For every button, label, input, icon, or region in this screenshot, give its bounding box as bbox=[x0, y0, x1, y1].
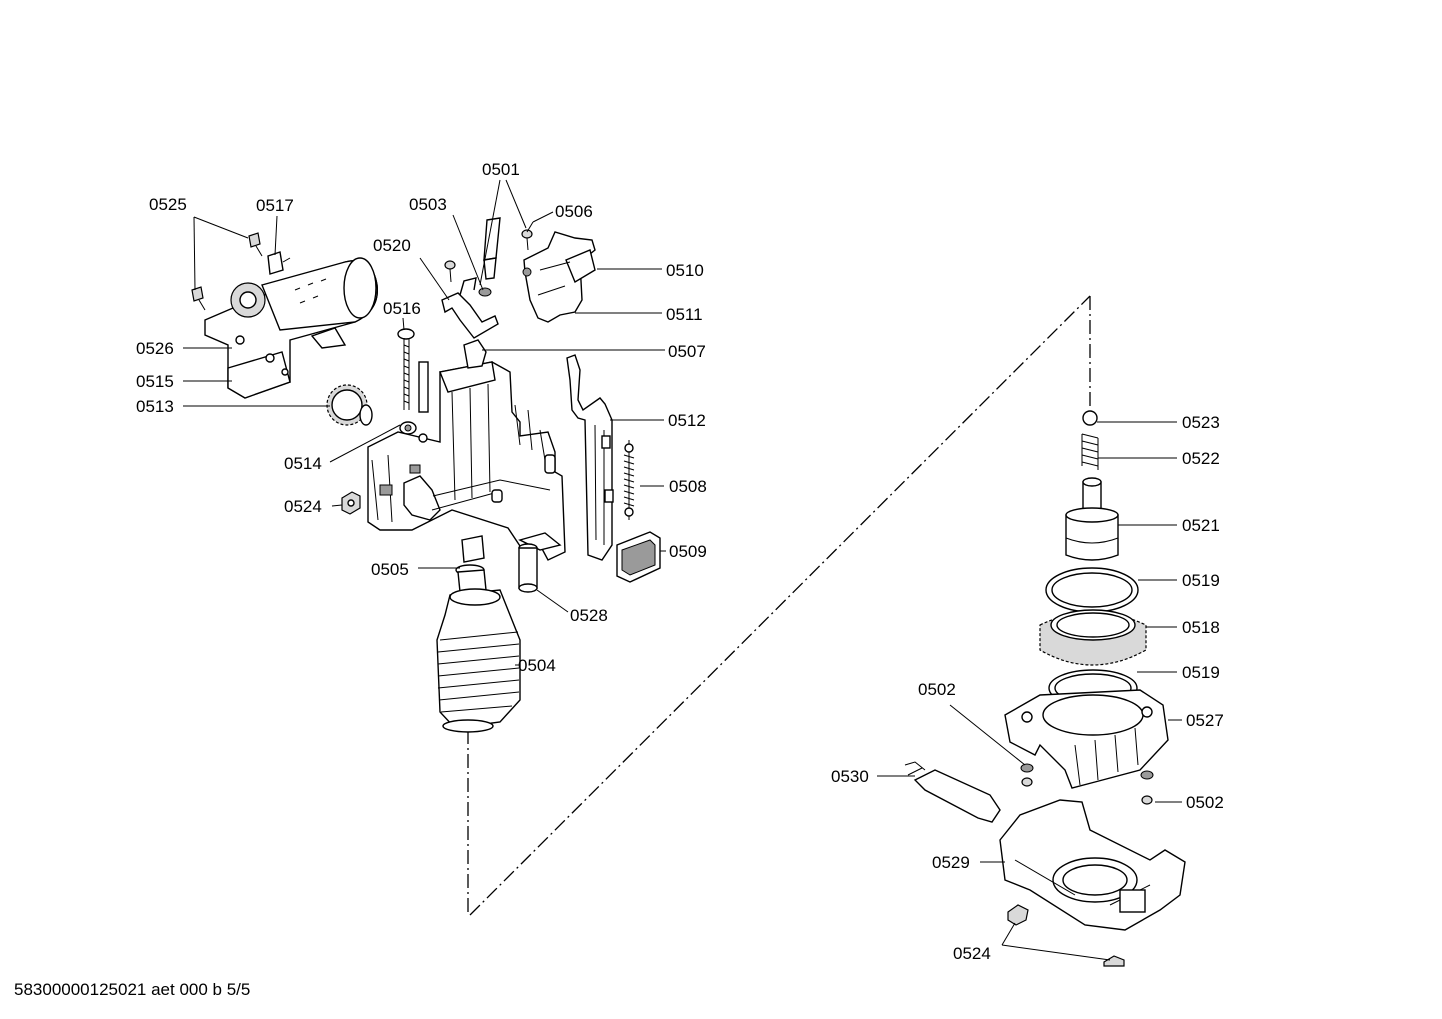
part-label-0511: 0511 bbox=[666, 305, 703, 324]
assembly-axis bbox=[467, 295, 1091, 916]
part-label-0519-upper: 0519 bbox=[1182, 571, 1220, 590]
part-label-0530: 0530 bbox=[831, 767, 869, 786]
main-housing bbox=[367, 361, 566, 561]
washer-0502-left bbox=[1020, 763, 1034, 787]
part-label-0517: 0517 bbox=[256, 196, 294, 215]
part-label-0515: 0515 bbox=[136, 372, 174, 391]
switch-0510 bbox=[522, 231, 596, 323]
part-label-0507: 0507 bbox=[668, 342, 706, 361]
washer-0502-right bbox=[1140, 770, 1154, 805]
cap-0523 bbox=[1082, 410, 1098, 426]
part-label-0521: 0521 bbox=[1182, 516, 1220, 535]
part-label-0502-left: 0502 bbox=[918, 680, 956, 699]
part-label-0512: 0512 bbox=[668, 411, 706, 430]
part-label-0505: 0505 bbox=[371, 560, 409, 579]
gear-0514 bbox=[399, 421, 417, 435]
part-label-0522: 0522 bbox=[1182, 449, 1220, 468]
nut-0524-left bbox=[341, 491, 361, 515]
screw-0525-upper bbox=[248, 232, 263, 257]
housing-0527 bbox=[1004, 689, 1169, 789]
nut-0524-right-upper bbox=[1007, 904, 1029, 926]
part-label-0501: 0501 bbox=[482, 160, 520, 179]
part-label-0525: 0525 bbox=[149, 195, 187, 214]
lever-0512 bbox=[566, 354, 614, 561]
part-label-0528: 0528 bbox=[570, 606, 608, 625]
screw-0516 bbox=[397, 328, 429, 413]
piston-0521 bbox=[1065, 477, 1119, 561]
part-label-0524-right: 0524 bbox=[953, 944, 991, 963]
pin-0501 bbox=[483, 217, 501, 280]
part-label-0527: 0527 bbox=[1186, 711, 1224, 730]
part-labels: 0501 0503 0506 0525 0517 0520 0510 0516 … bbox=[136, 160, 1224, 963]
part-label-0523: 0523 bbox=[1182, 413, 1220, 432]
washer-0503 bbox=[478, 287, 492, 297]
sleeve-0528 bbox=[518, 543, 538, 593]
spring-0508 bbox=[623, 440, 635, 520]
part-label-0526: 0526 bbox=[136, 339, 174, 358]
part-label-0529: 0529 bbox=[932, 853, 970, 872]
nut-0524-right-lower bbox=[1103, 955, 1125, 967]
base-0529 bbox=[999, 799, 1186, 931]
cable-0530 bbox=[904, 761, 1001, 823]
bellows-0504 bbox=[436, 588, 521, 733]
clip-0517 bbox=[267, 251, 291, 275]
screw-0506 bbox=[521, 229, 533, 251]
part-label-0510: 0510 bbox=[666, 261, 704, 280]
gear-ring-0518 bbox=[1039, 609, 1147, 666]
part-label-0508: 0508 bbox=[669, 477, 707, 496]
part-label-0519-lower: 0519 bbox=[1182, 663, 1220, 682]
part-label-0502-right: 0502 bbox=[1186, 793, 1224, 812]
part-label-0509: 0509 bbox=[669, 542, 707, 561]
spring-0522 bbox=[1081, 433, 1099, 470]
part-label-0513: 0513 bbox=[136, 397, 174, 416]
part-label-0503: 0503 bbox=[409, 195, 447, 214]
valve-0505 bbox=[455, 535, 487, 593]
part-label-0516: 0516 bbox=[383, 299, 421, 318]
gear-0513 bbox=[326, 384, 373, 426]
screw-0520 bbox=[444, 260, 456, 283]
part-label-0524-left: 0524 bbox=[284, 497, 322, 516]
pad-0509 bbox=[616, 531, 661, 583]
bracket-0520 bbox=[441, 277, 499, 339]
clip-0507 bbox=[463, 339, 487, 369]
part-label-0514: 0514 bbox=[284, 454, 322, 473]
part-label-0520: 0520 bbox=[373, 236, 411, 255]
part-label-0518: 0518 bbox=[1182, 618, 1220, 637]
seal-ring-0519-upper bbox=[1045, 567, 1139, 613]
document-footer: 58300000125021 aet 000 b 5/5 bbox=[14, 980, 251, 999]
leader-lines bbox=[183, 179, 1182, 961]
screw-0525-lower bbox=[191, 286, 206, 311]
part-label-0506: 0506 bbox=[555, 202, 593, 221]
part-label-0504: 0504 bbox=[518, 656, 556, 675]
motor-unit bbox=[204, 257, 379, 399]
